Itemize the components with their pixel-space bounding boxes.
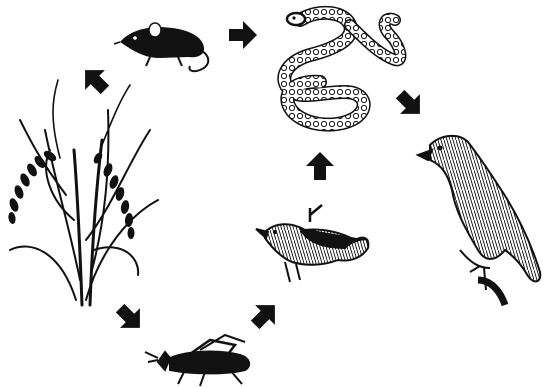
rice-plant-icon — [8, 80, 158, 305]
hawk-icon — [418, 136, 540, 305]
arrow-rice-to-grasshopper — [110, 298, 150, 338]
mouse-icon — [114, 23, 208, 71]
snake-icon — [284, 13, 400, 125]
small-bird-icon — [256, 205, 368, 282]
arrow-grasshopper-to-bird — [245, 295, 285, 335]
arrow-snake-to-hawk — [390, 84, 430, 124]
arrow-mouse-to-snake — [229, 21, 257, 49]
arrows — [75, 21, 430, 338]
grasshopper-icon — [145, 335, 249, 386]
arrow-rice-to-mouse — [75, 60, 115, 100]
arrow-bird-to-snake — [306, 152, 334, 180]
